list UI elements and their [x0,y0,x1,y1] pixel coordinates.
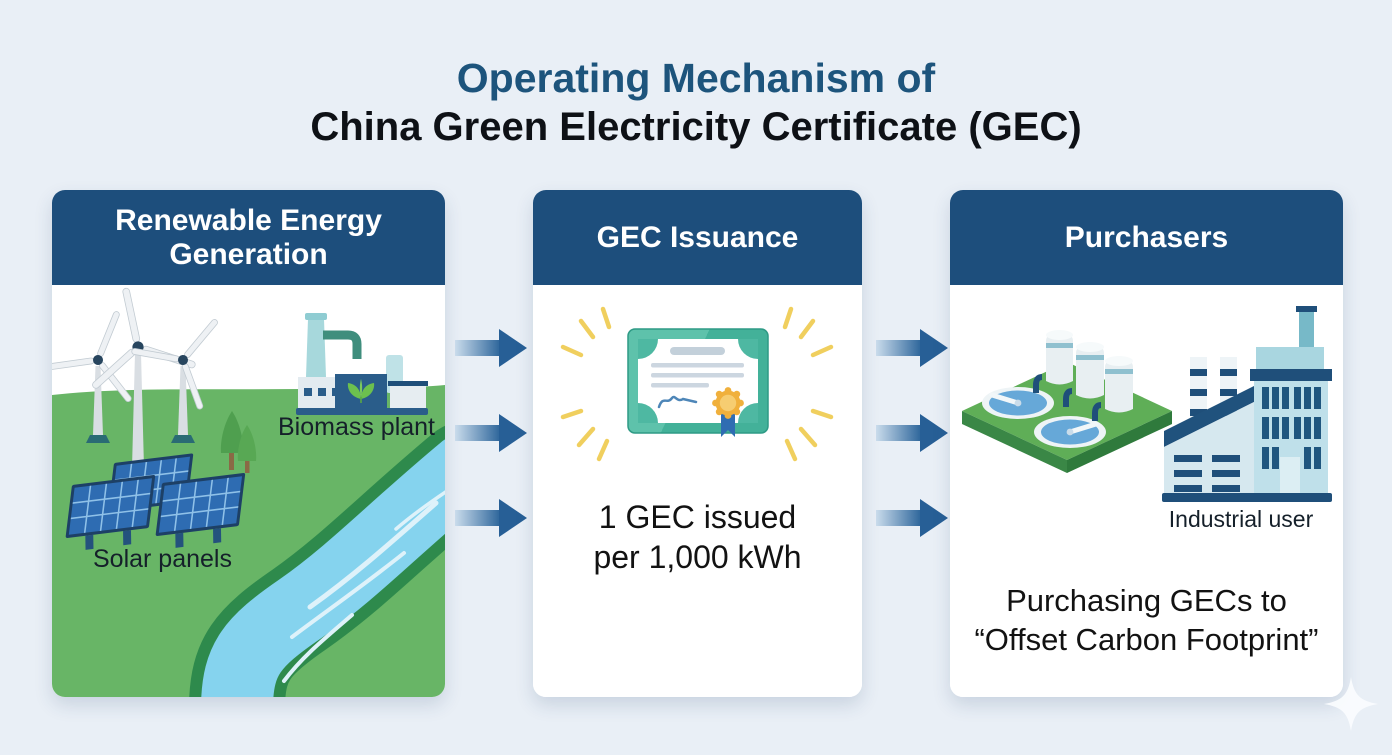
issuance-caption-line2: per 1,000 kWh [593,539,802,575]
panel-renewable-body: Biomass plant Solar panels [52,285,445,697]
panel-renewable-header: Renewable Energy Generation [52,190,445,285]
flow-arrow-icon [455,499,527,537]
industrial-user-label: Industrial user [1168,506,1314,532]
flow-arrow-icon [876,329,948,367]
page-title-line1: Operating Mechanism of [456,55,936,101]
purchasers-caption: Purchasing GECs to “Offset Carbon Footpr… [950,581,1343,659]
panel-renewable-energy: Renewable Energy Generation [52,190,445,697]
flow-arrow-icon [876,414,948,452]
sparkle-icon [1324,677,1378,731]
panel-purchasers-header: Purchasers [950,190,1343,285]
issuance-caption: 1 GEC issued per 1,000 kWh [533,497,862,577]
panel-purchasers-body: Industrial user Purchasing GECs to “Offs… [950,285,1343,697]
renewable-energy-illustration [52,287,445,697]
solar-panels-label: Solar panels [93,545,232,573]
purchasers-caption-line2: “Offset Carbon Footprint” [974,622,1319,657]
issuance-caption-line1: 1 GEC issued [598,499,797,535]
purchasers-illustration [962,306,1332,502]
water-treatment-plant-icon [962,330,1172,473]
page-title-line2: China Green Electricity Certificate (GEC… [310,105,1082,149]
flow-arrow-icon [876,499,948,537]
page-title: Operating Mechanism of China Green Elect… [0,54,1392,152]
panel-issuance-body: 1 GEC issued per 1,000 kWh [533,285,862,697]
panel-purchasers: Purchasers [950,190,1343,697]
flow-arrow-icon [455,329,527,367]
biomass-plant-icon [296,313,428,415]
biomass-plant-label: Biomass plant [277,413,436,441]
panel-gec-issuance: GEC Issuance [533,190,862,697]
solar-panels-icon [65,453,246,550]
purchasers-caption-line1: Purchasing GECs to [1006,583,1287,618]
certificate-icon [627,328,769,437]
certificate-illustration [560,306,834,462]
river-icon [189,426,445,697]
sparkle-rays-icon [560,306,834,462]
flow-arrow-icon [455,414,527,452]
factory-icon [1162,306,1332,502]
flow-arrows-stage2 [876,190,948,697]
trees-icon [220,411,257,473]
certificate-seal-icon [712,387,744,437]
flow-arrows-stage1 [455,190,527,697]
panel-issuance-header: GEC Issuance [533,190,862,285]
